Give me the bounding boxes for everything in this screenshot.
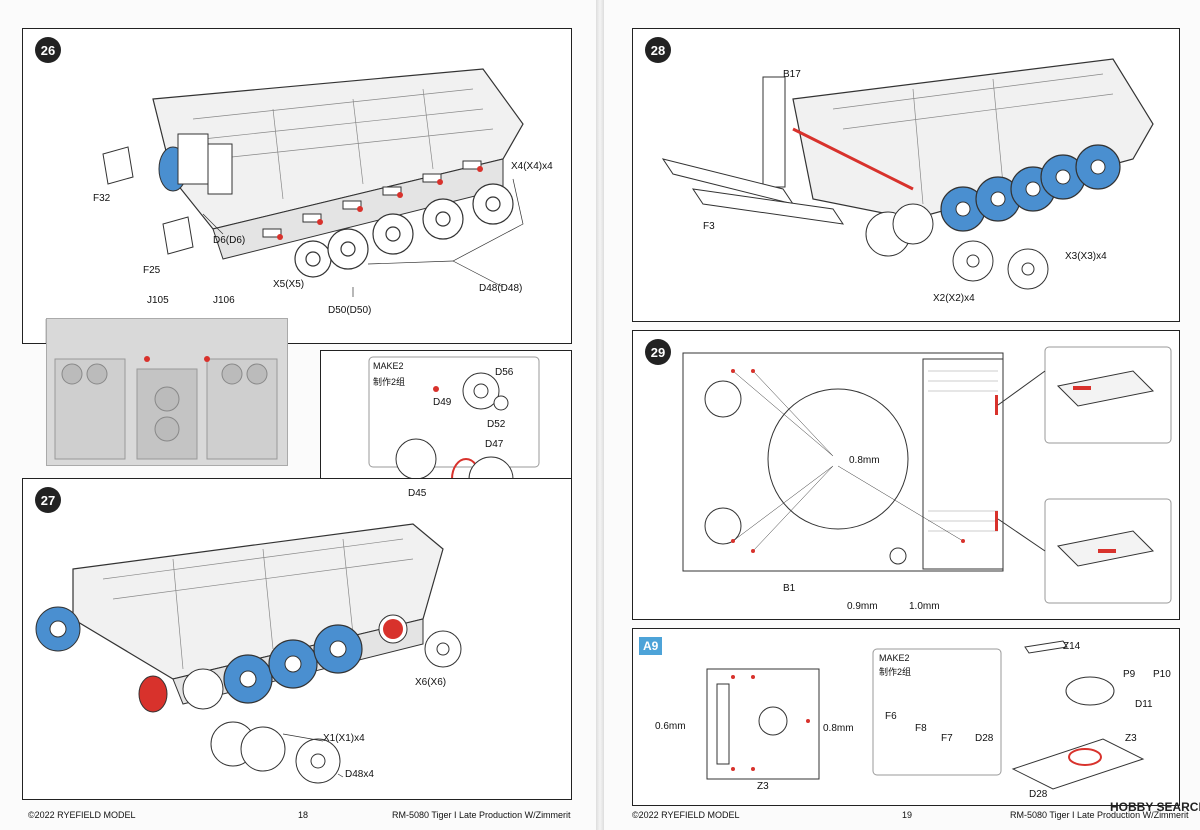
drill-08-label: 0.8mm: [849, 455, 880, 466]
j106-label: J106: [213, 295, 235, 306]
f25-label: F25: [143, 265, 161, 276]
p9-label: P9: [1123, 669, 1136, 680]
f3-label: F3: [703, 221, 715, 232]
step-26-panel: 26: [22, 28, 572, 344]
f32-label: F32: [93, 193, 111, 204]
hobby-search-watermark: HOBBY SEARCH: [1110, 800, 1200, 814]
a9-tag: A9: [639, 637, 663, 655]
a9-drill-08-label: 0.8mm: [823, 723, 854, 734]
b1-label: B1: [783, 583, 796, 594]
step-29-drawing: [682, 346, 1172, 604]
step-27-panel: 27: [22, 478, 572, 800]
right-product-title: RM-5080 Tiger I Late Production W/Zimmer…: [1010, 810, 1189, 820]
a9-make2-label: MAKE2: [879, 653, 910, 663]
step-27-drawing: [35, 523, 462, 784]
d6-label: D6(D6): [213, 235, 246, 246]
left-page: 26: [0, 0, 596, 830]
drill-09-label: 0.9mm: [847, 601, 878, 612]
d11-label: D11: [1135, 699, 1153, 710]
a9-z3-label-left: Z3: [757, 781, 769, 792]
d56-label: D56: [495, 367, 514, 378]
step-28-panel: 28 B17 F3 X3(X3)x4: [632, 28, 1180, 322]
a9-drill-06-label: 0.6mm: [655, 721, 686, 732]
d45-label: D45: [408, 488, 427, 499]
left-product-title: RM-5080 Tiger I Late Production W/Zimmer…: [392, 810, 571, 820]
make2-cn-label: 制作2组: [373, 377, 406, 387]
step-28-drawing: [661, 58, 1154, 290]
z14-label: Z14: [1063, 641, 1081, 652]
engine-bay-photo: [46, 318, 288, 466]
f6-label: F6: [885, 711, 897, 722]
d48-label: D48(D48): [479, 283, 523, 294]
x4-label: X4(X4)x4: [511, 161, 553, 172]
x1-label: X1(X1)x4: [323, 733, 365, 744]
f7-label: F7: [941, 733, 953, 744]
b17-label: B17: [783, 69, 801, 80]
d47-label: D47: [485, 439, 504, 450]
left-copyright: ©2022 RYEFIELD MODEL: [28, 810, 136, 820]
x2-label: X2(X2)x4: [933, 293, 975, 304]
right-page-number: 19: [902, 810, 913, 820]
step-26-drawing: [45, 68, 524, 343]
right-page: 28 B17 F3 X3(X3)x4: [604, 0, 1200, 830]
step-29-panel: 29: [632, 330, 1180, 620]
d50-label: D50(D50): [328, 305, 372, 316]
step-28-number: 28: [645, 37, 671, 63]
step-29-number: 29: [645, 339, 671, 365]
step-26-number: 26: [35, 37, 61, 63]
z3-label-right: Z3: [1125, 733, 1137, 744]
d48x4-label: D48x4: [345, 769, 374, 780]
left-page-number: 18: [298, 810, 309, 820]
x5-label: X5(X5): [273, 279, 305, 290]
d28-label-top: D28: [975, 733, 994, 744]
f8-label: F8: [915, 723, 927, 734]
wheel-subassembly-inset: MAKE2 制作2组 D56 D49 D52 D47: [320, 350, 572, 479]
make2-label: MAKE2: [373, 361, 404, 371]
j105-label: J105: [147, 295, 169, 306]
a9-make2-cn-label: 制作2组: [879, 667, 912, 677]
d28-label-bottom: D28: [1029, 789, 1048, 800]
a9-drawing: [706, 640, 1145, 790]
d49-label: D49: [433, 397, 452, 408]
page-gutter: [596, 0, 604, 830]
right-copyright: ©2022 RYEFIELD MODEL: [632, 810, 740, 820]
x3-label: X3(X3)x4: [1065, 251, 1107, 262]
drill-10-label: 1.0mm: [909, 601, 940, 612]
p10-label: P10: [1153, 669, 1171, 680]
d52-label: D52: [487, 419, 506, 430]
step-27-number: 27: [35, 487, 61, 513]
x6-label: X6(X6): [415, 677, 447, 688]
a9-panel: A9 0.6mm 0.8mm Z3 MAKE2 制作2组 F6 F8 F7 D2…: [632, 628, 1180, 806]
